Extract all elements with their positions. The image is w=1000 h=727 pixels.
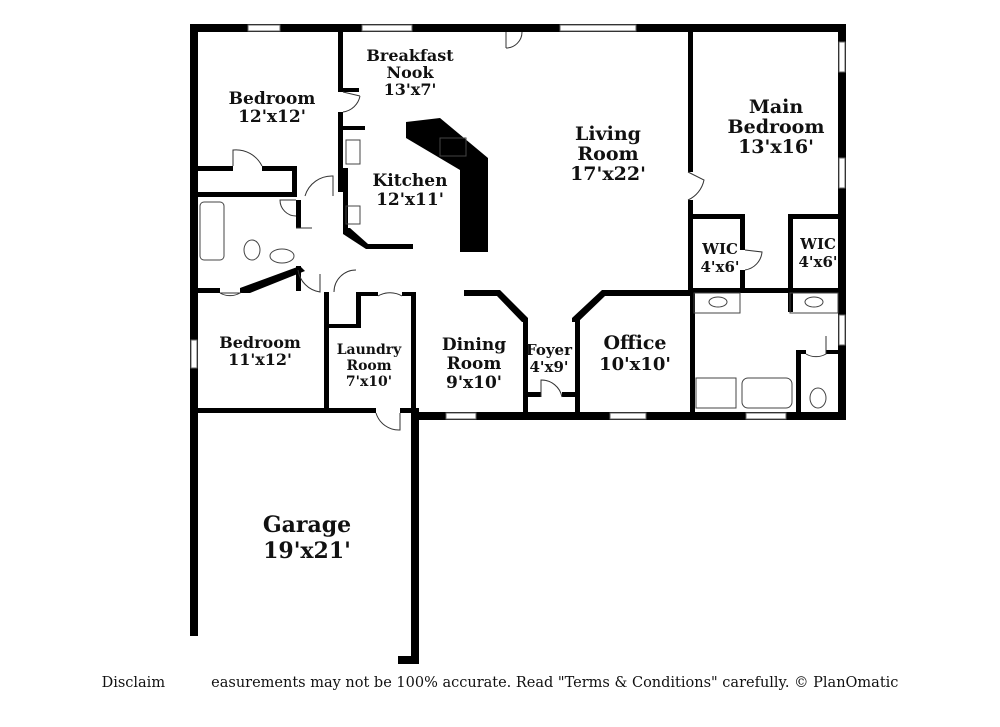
office-size: 10'x10' — [599, 354, 671, 375]
bathtub-hall — [199, 201, 225, 261]
wic-2-size: 4'x6' — [798, 253, 837, 271]
breakfast-nook-label-2: Nook — [386, 63, 434, 82]
interior-walls — [198, 32, 842, 417]
main-bedroom-label: Main — [749, 96, 804, 118]
toilet-hall — [243, 239, 261, 261]
wic-2-label: WIC — [799, 235, 836, 253]
kitchen-size: 12'x11' — [376, 190, 444, 210]
shower — [695, 377, 737, 409]
living-room-size: 17'x22' — [570, 163, 646, 185]
disclaimer-text: Disclaim easurements may not be 100% acc… — [101, 675, 899, 691]
bedroom-1-label: Bedroom — [229, 89, 316, 109]
bathtub-main — [741, 377, 793, 409]
wic-1-size: 4'x6' — [700, 258, 739, 276]
vanity-wic2 — [789, 292, 839, 314]
sink-hall — [269, 248, 295, 264]
breakfast-nook-size: 13'x7' — [384, 80, 437, 99]
garage-size: 19'x21' — [263, 538, 351, 564]
main-bedroom-label-2: Bedroom — [728, 116, 825, 138]
fixtures — [199, 137, 839, 409]
living-room-label: Living — [575, 123, 641, 145]
windows — [190, 24, 846, 420]
foyer-label: Foyer — [526, 341, 573, 359]
wic-1-label: WIC — [701, 240, 738, 258]
office-label: Office — [603, 332, 666, 354]
main-bedroom-size: 13'x16' — [738, 136, 814, 158]
foyer-size: 4'x9' — [529, 358, 568, 376]
bedroom-2-label: Bedroom — [219, 333, 301, 352]
toilet-main — [809, 387, 827, 409]
laundry-room-size: 7'x10' — [346, 374, 392, 390]
dining-room-size: 9'x10' — [446, 373, 502, 393]
laundry-room-label-2: Room — [346, 358, 391, 374]
stove — [345, 205, 361, 225]
kitchen-label: Kitchen — [373, 171, 448, 191]
dining-room-label: Dining — [442, 335, 506, 355]
laundry-room-label: Laundry — [337, 342, 402, 358]
vanity-wic1 — [693, 292, 741, 314]
dining-room-label-2: Room — [447, 354, 502, 374]
garage-label: Garage — [263, 512, 351, 538]
doors — [219, 31, 827, 431]
fridge — [345, 139, 361, 165]
kitchen-sink — [439, 137, 467, 157]
bedroom-1-size: 12'x12' — [238, 107, 306, 127]
living-room-label-2: Room — [577, 143, 638, 165]
breakfast-nook-label: Breakfast — [366, 46, 454, 65]
bedroom-2-size: 11'x12' — [228, 350, 292, 369]
